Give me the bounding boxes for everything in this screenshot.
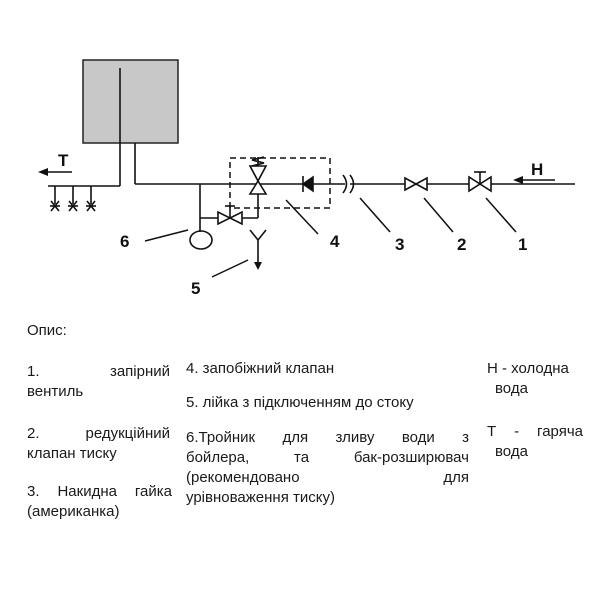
pressure-reducing-valve bbox=[404, 176, 418, 192]
leader-6 bbox=[144, 229, 189, 242]
legend-item-5: 5. лійка з підключенням до стоку bbox=[186, 394, 414, 411]
legend-item-1: 1. запірний вентиль bbox=[27, 362, 170, 402]
drain-valve bbox=[217, 210, 232, 226]
safety-group-frame bbox=[229, 157, 331, 209]
safety-valve bbox=[248, 165, 268, 183]
legend-item-2: 2. редукційний клапан тиску bbox=[27, 424, 170, 464]
label-2: 2 bbox=[457, 235, 466, 254]
legend-item-2-word: редукційний bbox=[85, 425, 170, 442]
legend-item-6-line1: 6.Тройник для зливу води з bbox=[186, 429, 469, 446]
legend-cold: Н - холодна вода bbox=[487, 359, 569, 399]
label-4: 4 bbox=[330, 232, 340, 251]
legend-hot: Т - гаряча вода bbox=[487, 422, 583, 462]
leader-1 bbox=[485, 197, 517, 233]
legend-item-1-line2: вентиль bbox=[27, 383, 84, 400]
legend-cold-line1: Н - холодна bbox=[487, 360, 569, 377]
union-nut bbox=[342, 174, 348, 194]
legend-hot-line1: Т - гаряча bbox=[487, 423, 583, 440]
label-hot: Т bbox=[58, 151, 69, 170]
boiler-tank bbox=[82, 59, 179, 144]
leader-5 bbox=[211, 259, 249, 278]
legend-item-4: 4. запобіжний клапан bbox=[186, 360, 335, 377]
legend-item-1-num: 1. bbox=[27, 363, 40, 380]
leader-2 bbox=[423, 197, 454, 233]
drain-funnel bbox=[249, 229, 259, 241]
legend-item-2-num: 2. bbox=[27, 425, 40, 442]
label-6: 6 bbox=[120, 232, 129, 251]
legend-item-6-line4: урівноваження тиску) bbox=[186, 489, 335, 506]
label-5: 5 bbox=[191, 279, 200, 298]
label-cold: Н bbox=[531, 160, 543, 179]
label-1: 1 bbox=[518, 235, 527, 254]
legend-item-3-line2: (американка) bbox=[27, 503, 120, 520]
legend-hot-line2: вода bbox=[495, 443, 528, 460]
legend-item-1-word: запірний bbox=[109, 363, 170, 380]
expansion-tank bbox=[189, 230, 213, 250]
legend-title: Опис: bbox=[27, 322, 67, 339]
legend-item-3: 3. Накидна гайка (американка) bbox=[27, 482, 172, 522]
plumbing-diagram: Т Н 6 5 4 3 2 1 bbox=[38, 59, 575, 298]
legend-cold-line2: вода bbox=[495, 380, 528, 397]
legend-item-6-line2: бойлера, та бак-розширювач bbox=[186, 449, 469, 466]
leader-4 bbox=[285, 199, 319, 235]
legend-item-3-line1: 3. Накидна гайка bbox=[27, 483, 172, 500]
legend-item-6: 6.Тройник для зливу води з бойлера, та б… bbox=[186, 428, 469, 508]
leader-3 bbox=[359, 197, 391, 233]
legend-item-2-line2: клапан тиску bbox=[27, 445, 117, 462]
label-3: 3 bbox=[395, 235, 404, 254]
legend-item-6-line3: (рекомендовано для bbox=[186, 469, 469, 486]
shutoff-valve bbox=[468, 175, 482, 193]
